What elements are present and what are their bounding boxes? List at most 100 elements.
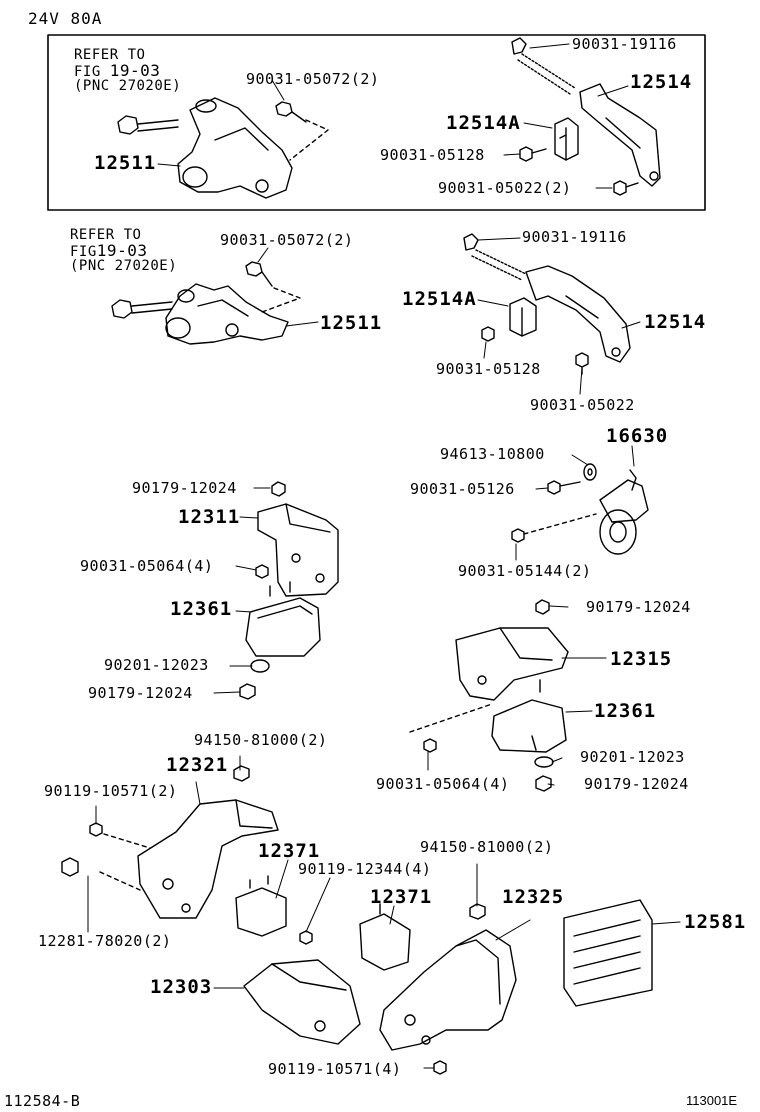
part-label[interactable]: 90031-05022: [530, 396, 635, 414]
box-bolt-05022: [613, 180, 639, 196]
part-label[interactable]: 90179-12024: [88, 684, 193, 702]
insulator-12361-a: [245, 581, 321, 657]
part-label[interactable]: 90031-05072(2): [246, 70, 380, 88]
bolt-10571-b: [433, 1060, 447, 1075]
horn-16630: [599, 469, 649, 555]
part-label[interactable]: 90031-19116: [572, 35, 677, 53]
dash-3: [409, 703, 493, 733]
part-label[interactable]: 12321: [166, 754, 229, 776]
box-bracket-12511: [177, 97, 293, 199]
insulator-12371-b: [359, 903, 411, 971]
part-label[interactable]: 12514: [644, 311, 707, 333]
refer-line2: FIG 19-03: [74, 60, 161, 80]
bolt-05128-b: [481, 326, 495, 342]
box-long-bolt-19116: [511, 37, 576, 95]
part-label[interactable]: 90179-12024: [584, 775, 689, 793]
insulator-12361-b: [491, 679, 567, 753]
part-label[interactable]: 12311: [178, 506, 241, 528]
part-label[interactable]: 90031-05064(4): [376, 775, 510, 793]
part-label[interactable]: 94150-81000(2): [194, 731, 328, 749]
figure-code: 112584-B: [4, 1092, 81, 1110]
bracket-12311: [257, 503, 339, 597]
bolt-10571-a: [89, 822, 103, 837]
part-label[interactable]: 90201-12023: [580, 748, 685, 766]
nut-90179-d: [535, 775, 552, 792]
part-label[interactable]: 90119-12344(4): [298, 860, 432, 878]
part-label[interactable]: 90179-12024: [586, 598, 691, 616]
part-label[interactable]: 12514A: [446, 112, 521, 134]
washer-94613: [583, 463, 597, 481]
nut-90179-b: [239, 683, 256, 700]
part-label[interactable]: 90031-05128: [436, 360, 541, 378]
part-label[interactable]: 12514A: [402, 288, 477, 310]
illustration-id: 113001E: [686, 1093, 738, 1108]
nut-90179-c: [535, 599, 550, 615]
bolt-12344: [299, 930, 313, 945]
part-label[interactable]: 12361: [170, 598, 233, 620]
part-label[interactable]: 90031-05022(2): [438, 179, 572, 197]
part-label[interactable]: 90031-05128: [380, 146, 485, 164]
part-label[interactable]: 90031-05072(2): [220, 231, 354, 249]
part-label[interactable]: 12371: [258, 840, 321, 862]
part-label[interactable]: 90179-12024: [132, 479, 237, 497]
part-label[interactable]: 12511: [94, 152, 157, 174]
part-label[interactable]: 12514: [630, 71, 693, 93]
bolt-05064-b: [423, 738, 437, 753]
cover-12581: [563, 899, 653, 1007]
dash-2: [261, 287, 301, 313]
refer-line1: REFER TO: [74, 47, 146, 63]
nut-94150-b: [469, 903, 486, 920]
part-label[interactable]: 12581: [684, 911, 747, 933]
part-label[interactable]: 12303: [150, 976, 213, 998]
refer-line1: REFER TO: [70, 227, 142, 243]
refer-note-lower: REFER TO FIG19-03 (PNC 27020E): [70, 228, 177, 274]
stay-12303: [243, 959, 361, 1045]
part-label[interactable]: 94150-81000(2): [420, 838, 554, 856]
box-dash-1: [289, 119, 329, 161]
part-label[interactable]: 94613-10800: [440, 445, 545, 463]
part-label[interactable]: 90031-05126: [410, 480, 515, 498]
nut-90179-a: [271, 481, 286, 497]
part-label[interactable]: 12325: [502, 886, 565, 908]
refer-line3: (PNC 27020E): [74, 78, 182, 95]
nut-94150-a: [233, 765, 250, 782]
variant-frame: [47, 34, 706, 211]
part-label[interactable]: 90031-19116: [522, 228, 627, 246]
bolt-05126: [547, 480, 581, 495]
part-label[interactable]: 12361: [594, 700, 657, 722]
part-label[interactable]: 12281-78020(2): [38, 932, 172, 950]
insulator-12371-a: [235, 875, 287, 937]
part-label[interactable]: 12511: [320, 312, 383, 334]
part-label[interactable]: 90201-12023: [104, 656, 209, 674]
box-bolt-05128: [519, 146, 547, 162]
refer-line3: (PNC 27020E): [70, 258, 178, 275]
bracket-12315: [455, 627, 569, 701]
bracket-12511-b: [165, 283, 289, 345]
refer-line2: FIG19-03: [70, 240, 148, 260]
box-bolt-long: [117, 115, 179, 135]
block-12514A-b: [509, 297, 537, 337]
part-label[interactable]: 12371: [370, 886, 433, 908]
box-bolt-small: [275, 101, 307, 123]
bracket-12321: [137, 799, 279, 919]
part-label[interactable]: 16630: [606, 425, 669, 447]
part-label[interactable]: 90119-10571(2): [44, 782, 178, 800]
part-label[interactable]: 90031-05064(4): [80, 557, 214, 575]
long-bolt-19116-b: [463, 233, 527, 281]
bolt-long-2: [111, 299, 173, 319]
part-label[interactable]: 90031-05144(2): [458, 562, 592, 580]
bolt-05072-2: [245, 261, 273, 287]
bracket-12514-b: [525, 265, 631, 363]
leader-lines: [87, 43, 681, 1069]
bolt-05144: [511, 513, 597, 543]
box-block-12514A: [554, 117, 579, 161]
refer-note-box: REFER TO FIG 19-03 (PNC 27020E): [74, 48, 181, 94]
washer-90201-a: [250, 659, 270, 673]
part-label[interactable]: 12315: [610, 648, 673, 670]
washer-90201-b: [534, 756, 554, 768]
bracket-12325: [379, 929, 517, 1051]
bolt-05064-a: [255, 564, 269, 579]
part-label[interactable]: 90119-10571(4): [268, 1060, 402, 1078]
dash-4: [99, 833, 151, 891]
